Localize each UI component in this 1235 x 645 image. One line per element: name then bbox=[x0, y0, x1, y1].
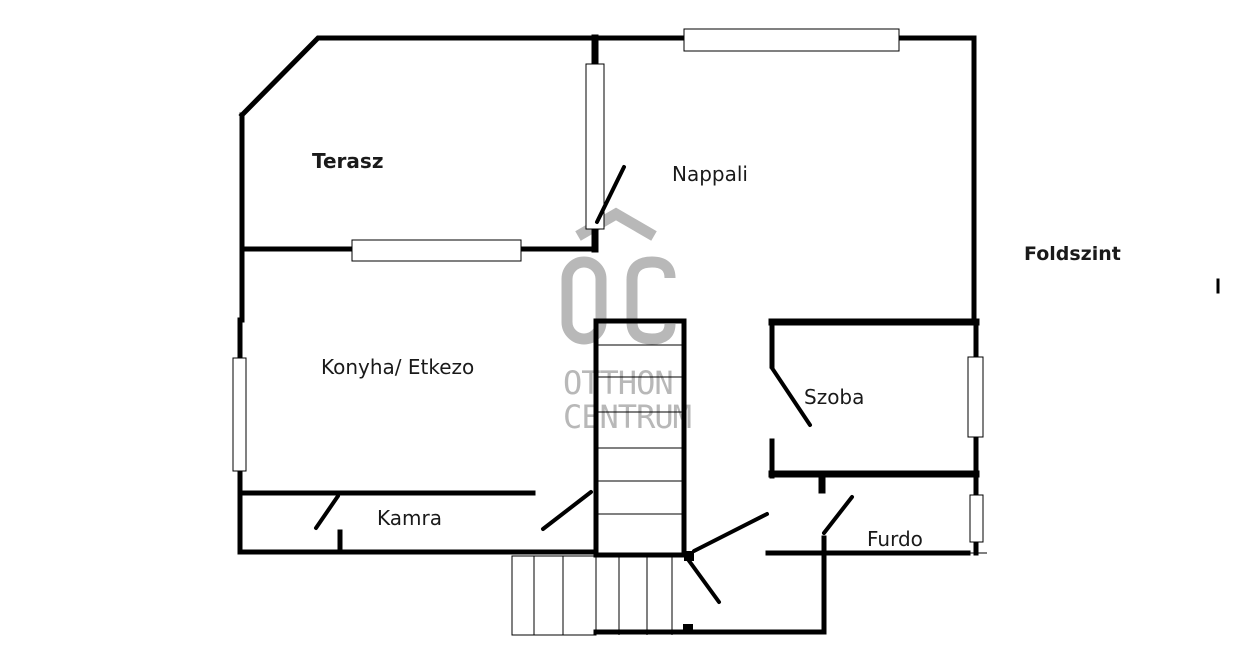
door-szoba bbox=[770, 366, 812, 427]
label-konyha: Konyha/ Etkezo bbox=[321, 355, 474, 379]
door-nappali-terasz bbox=[595, 165, 626, 224]
staircase bbox=[511, 318, 827, 636]
label-kamra: Kamra bbox=[377, 506, 442, 530]
level-label: Foldszint bbox=[1024, 243, 1121, 265]
window-nappali-north bbox=[683, 28, 900, 52]
door-entry bbox=[685, 556, 721, 604]
window-konyha-west bbox=[232, 357, 247, 472]
door-konyha-stairs bbox=[541, 490, 593, 531]
szoba-walls bbox=[768, 318, 987, 556]
watermark-o-glyph bbox=[561, 256, 607, 345]
door-kamra bbox=[314, 494, 340, 530]
hall-walls bbox=[684, 473, 971, 635]
window-szoba-east bbox=[967, 356, 984, 438]
terasz-walls bbox=[238, 34, 605, 323]
nappali-walls bbox=[592, 28, 977, 325]
label-nappali: Nappali bbox=[672, 162, 748, 186]
watermark-line2: CENTRUM bbox=[563, 398, 691, 436]
window-terasz-east bbox=[585, 63, 605, 230]
label-terasz: Terasz bbox=[312, 149, 383, 173]
door-hall bbox=[692, 512, 769, 553]
konyha-walls bbox=[232, 317, 599, 555]
window-terasz-south bbox=[351, 239, 522, 262]
watermark-line1: OTTHON bbox=[563, 364, 673, 402]
watermark-c-glyph bbox=[626, 256, 676, 345]
door-furdo bbox=[822, 495, 854, 535]
window-furdo-east bbox=[969, 494, 984, 543]
label-furdo: Furdo bbox=[867, 527, 923, 551]
label-szoba: Szoba bbox=[804, 385, 864, 409]
watermark-logo: OTTHON CENTRUM bbox=[561, 207, 692, 436]
